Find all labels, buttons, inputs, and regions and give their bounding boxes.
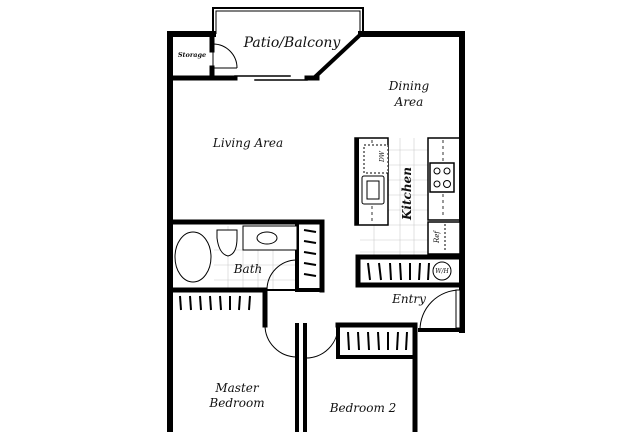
master-label-2: Bedroom: [208, 396, 264, 410]
bath-closet: [303, 229, 317, 277]
bath-door: [266, 259, 298, 291]
kitchen-closet: [367, 262, 430, 281]
storage-door[interactable]: [212, 43, 238, 70]
stove: [429, 162, 455, 193]
bath-vanity: [242, 225, 298, 251]
patio-label: Patio/Balcony: [243, 35, 342, 51]
toilet: [216, 229, 238, 257]
sink: [361, 175, 385, 205]
bedroom2-closet: [347, 331, 408, 351]
master-door: [264, 324, 298, 358]
closet-hatching: [179, 229, 430, 351]
entry-door: [419, 289, 461, 331]
water-heater: [432, 261, 452, 281]
walls: [167, 31, 465, 432]
water-heater-label: W/H: [435, 268, 449, 275]
bedroom2-door: [304, 324, 339, 359]
kitchen-label: Kitchen: [400, 167, 414, 221]
bathtub: [174, 231, 212, 283]
bedroom2-label: Bedroom 2: [329, 401, 397, 415]
refrigerator-label: Ref: [433, 230, 441, 244]
master-label-1: Master: [214, 381, 260, 395]
dining-label-1: Dining: [388, 79, 430, 93]
bath-label: Bath: [233, 262, 263, 276]
living-label: Living Area: [212, 136, 283, 150]
dining-label-2: Area: [394, 95, 424, 109]
dishwasher: [363, 144, 389, 174]
doors[interactable]: [264, 259, 461, 359]
entry-label: Entry: [391, 292, 426, 306]
refrigerator: Ref: [427, 221, 461, 255]
master-closet: [179, 295, 251, 311]
patio-railing: [212, 7, 364, 79]
dishwasher-label: DW: [379, 150, 386, 163]
storage-label: Storage: [178, 51, 206, 59]
